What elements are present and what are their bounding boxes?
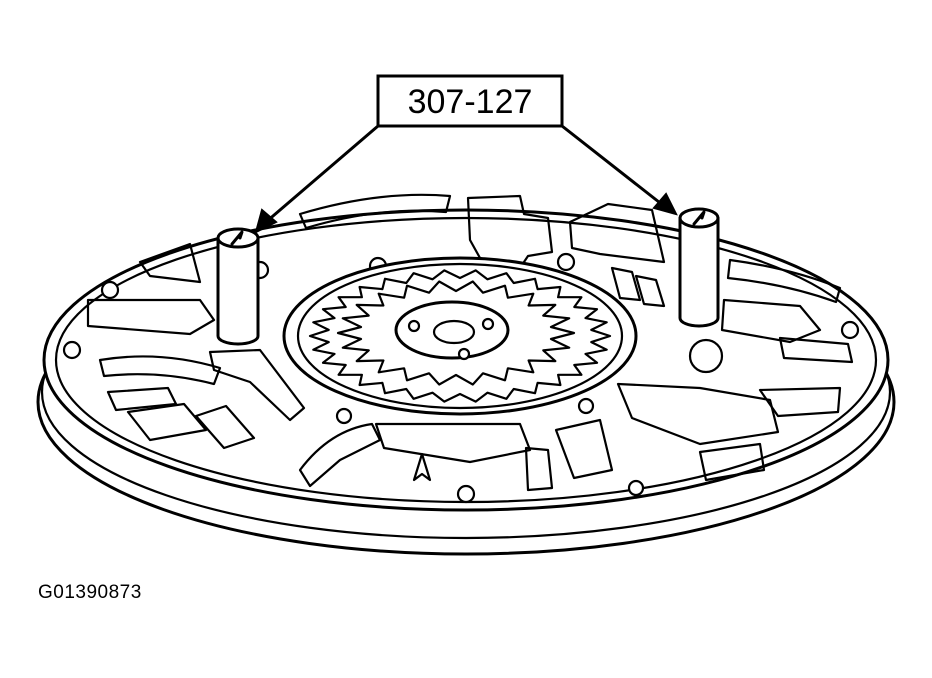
- callout-leaders: [254, 124, 678, 234]
- callout-label: 307-127: [408, 83, 533, 121]
- figure-id: G01390873: [38, 582, 142, 603]
- arrow-right-icon: [652, 192, 678, 216]
- alignment-pin-right: [678, 207, 720, 328]
- callout-box: 307-127: [376, 74, 564, 128]
- fluid-passages: [86, 193, 854, 492]
- gear-assembly: [282, 256, 638, 416]
- arrow-left-icon: [254, 208, 278, 234]
- alignment-pin-left: [216, 227, 260, 346]
